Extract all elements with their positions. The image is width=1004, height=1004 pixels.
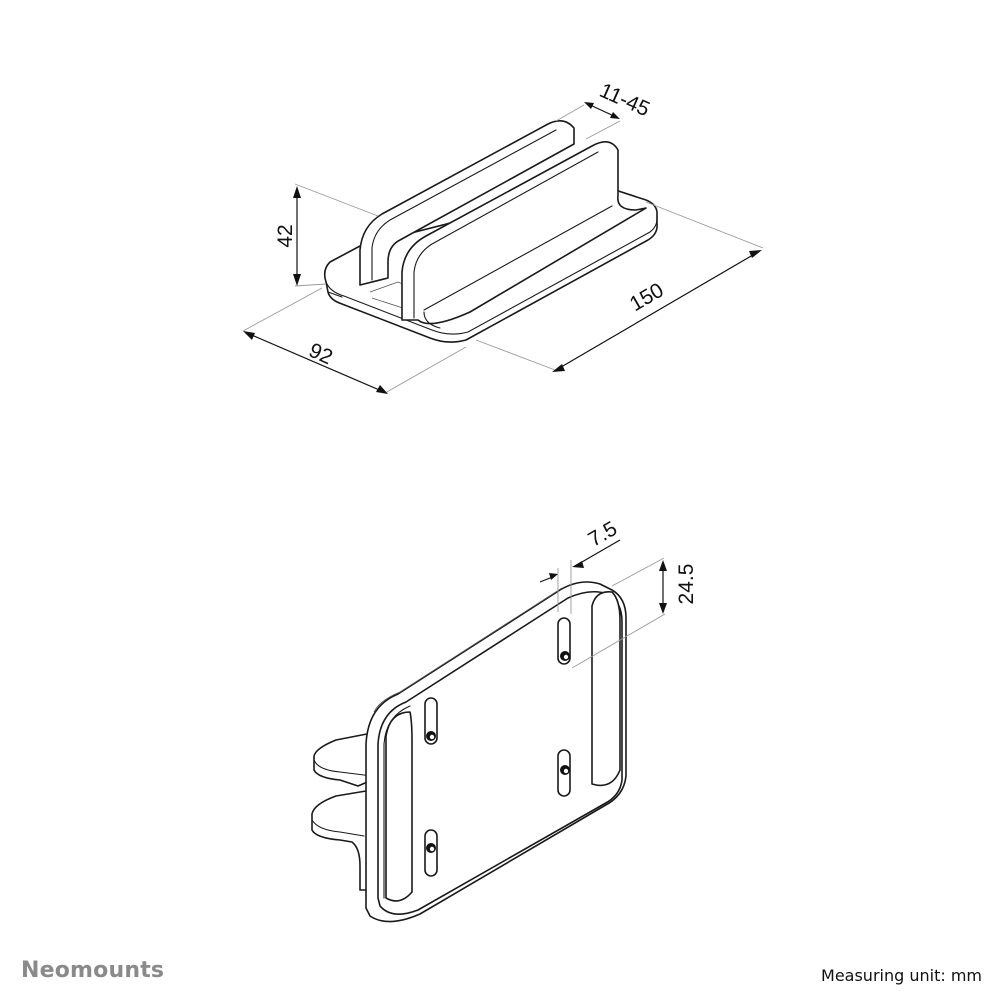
dimension-offset-label: 7.5	[584, 517, 621, 552]
dimension-height: 42	[274, 186, 301, 286]
dimension-width: 92	[243, 331, 388, 394]
stand-isometric-view	[323, 120, 658, 343]
dimension-slot-spacing: 24.5	[659, 560, 698, 614]
mounting-plate-view	[311, 581, 627, 923]
dimension-slot-spacing-label: 24.5	[675, 564, 698, 605]
stand-extension-lines	[242, 104, 764, 394]
brand-logo: Neomounts	[21, 958, 165, 983]
dimension-height-label: 42	[274, 224, 297, 247]
plate-extension-lines	[557, 557, 666, 669]
dimension-length-label: 150	[626, 279, 668, 316]
dimension-slot-width: 11-45	[584, 79, 653, 121]
dimension-width-label: 92	[305, 339, 336, 370]
screw-icons	[426, 651, 570, 853]
measuring-unit-label: Measuring unit: mm	[821, 966, 982, 985]
dimension-offset: 7.5	[539, 517, 621, 583]
dimension-slot-width-label: 11-45	[596, 79, 653, 121]
